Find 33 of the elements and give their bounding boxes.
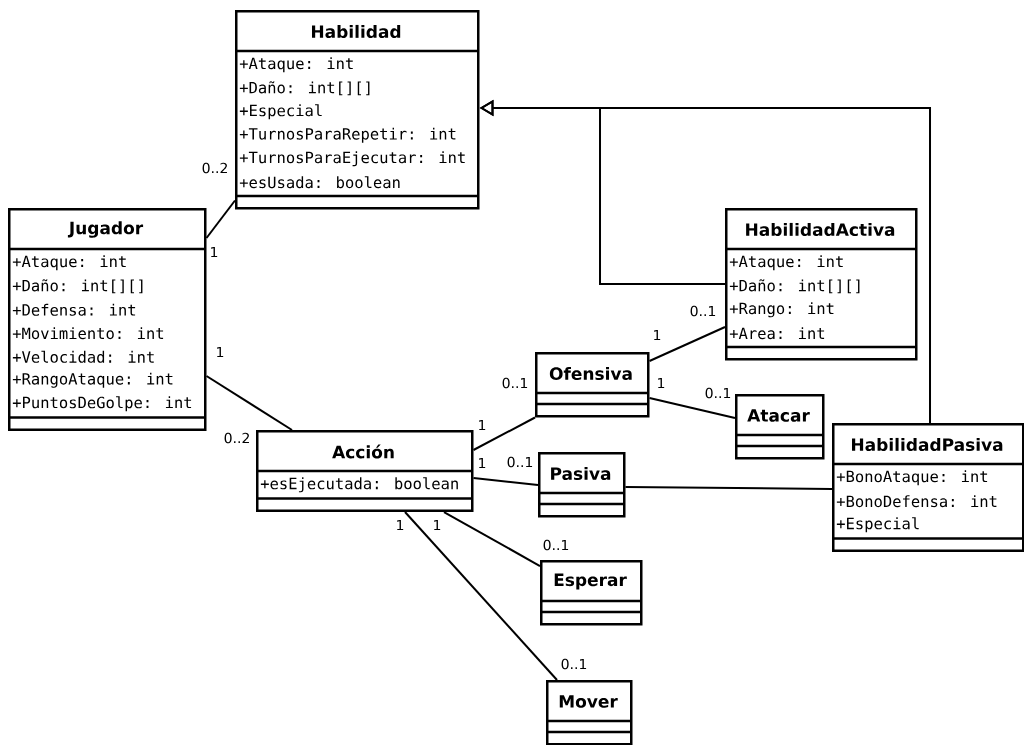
multiplicity-label: 0..1: [561, 658, 587, 670]
multiplicity-label: 1: [658, 377, 665, 389]
association-line: [205, 375, 293, 431]
association-line: [624, 486, 833, 490]
association-line: [648, 397, 736, 419]
multiplicity-label: 1: [479, 419, 486, 431]
association-line: [443, 511, 541, 567]
association-line: [205, 199, 236, 239]
multiplicity-label: 0..2: [224, 432, 249, 444]
class-box: HabilidadActiva +Ataque: int +Daño: int[][] +Rango: int +Area: int: [725, 208, 918, 361]
multiplicity-label: 1: [479, 457, 486, 469]
class-box: Esperar: [540, 560, 643, 626]
association-line: [404, 511, 558, 681]
multiplicity-label: 0..2: [202, 162, 227, 174]
multiplicity-label: 0..1: [705, 387, 731, 399]
multiplicity-label: 1: [654, 329, 661, 341]
association-line: [472, 477, 539, 486]
multiplicity-label: 0..1: [507, 456, 533, 468]
multiplicity-label: 1: [211, 246, 218, 258]
class-box: HabilidadPasiva +BonoAtaque: int +BonoDefensa: int +Especial: [832, 423, 1024, 552]
association-line: [472, 416, 536, 451]
class-box: Mover: [546, 680, 633, 745]
association-line: [648, 326, 726, 362]
class-box: Habilidad +Ataque: int +Daño: int[][] +Especial +TurnosParaRepetir: int +TurnosParaEjecutar: int +esUsada: boolean: [235, 10, 480, 210]
class-box: Acción +esEjecutada: boolean: [256, 430, 474, 512]
class-box: Jugador +Ataque: int +Daño: int[][] +Defensa: int +Movimiento: int +Velocidad: int +RangoAtaque: int +PuntosDeGolpe: int: [8, 208, 207, 431]
class-box: Ofensiva: [535, 352, 650, 418]
class-box: Atacar: [735, 394, 825, 460]
multiplicity-label: 1: [397, 519, 404, 531]
multiplicity-label: 0..1: [543, 539, 569, 551]
multiplicity-label: 0..1: [690, 305, 716, 317]
multiplicity-label: 1: [434, 519, 441, 531]
class-box: Pasiva: [538, 452, 626, 518]
